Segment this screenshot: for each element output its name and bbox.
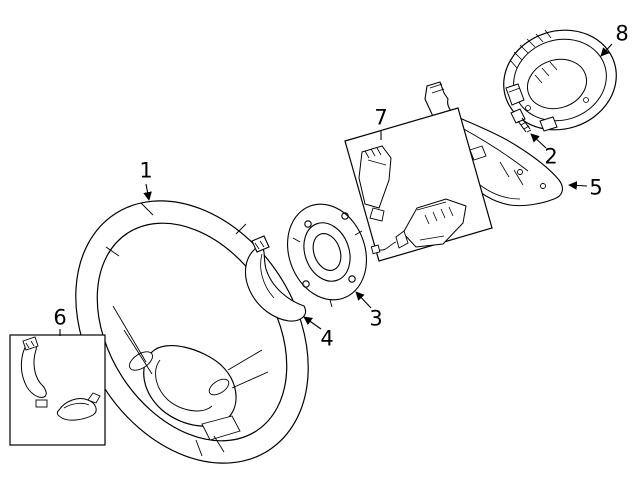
callout-7: 7 <box>374 105 388 130</box>
callout-1: 1 <box>139 158 153 183</box>
switch-upper <box>358 145 392 222</box>
arrow-1 <box>143 183 152 201</box>
callout-arrows <box>59 43 613 336</box>
switch-lower <box>370 198 467 255</box>
shift-paddle <box>244 235 307 322</box>
paddle-small-right <box>56 392 101 421</box>
arrow-4 <box>303 316 322 330</box>
callout-4: 4 <box>320 326 334 351</box>
switch-set-box <box>344 107 493 262</box>
contact-plate <box>287 203 367 308</box>
callout-8: 8 <box>615 21 629 46</box>
callout-2: 2 <box>544 144 558 169</box>
arrow-5 <box>568 181 588 190</box>
arrow-3 <box>355 291 372 309</box>
paddle-small-left <box>20 336 48 408</box>
callout-5: 5 <box>589 175 603 200</box>
airbag-horn-pad <box>503 29 617 132</box>
callout-6: 6 <box>53 305 67 330</box>
callout-3: 3 <box>369 306 383 331</box>
arrow-8 <box>600 43 613 57</box>
arrow-2 <box>530 133 547 149</box>
shift-paddle-set-box <box>9 334 106 446</box>
screw <box>510 108 532 133</box>
